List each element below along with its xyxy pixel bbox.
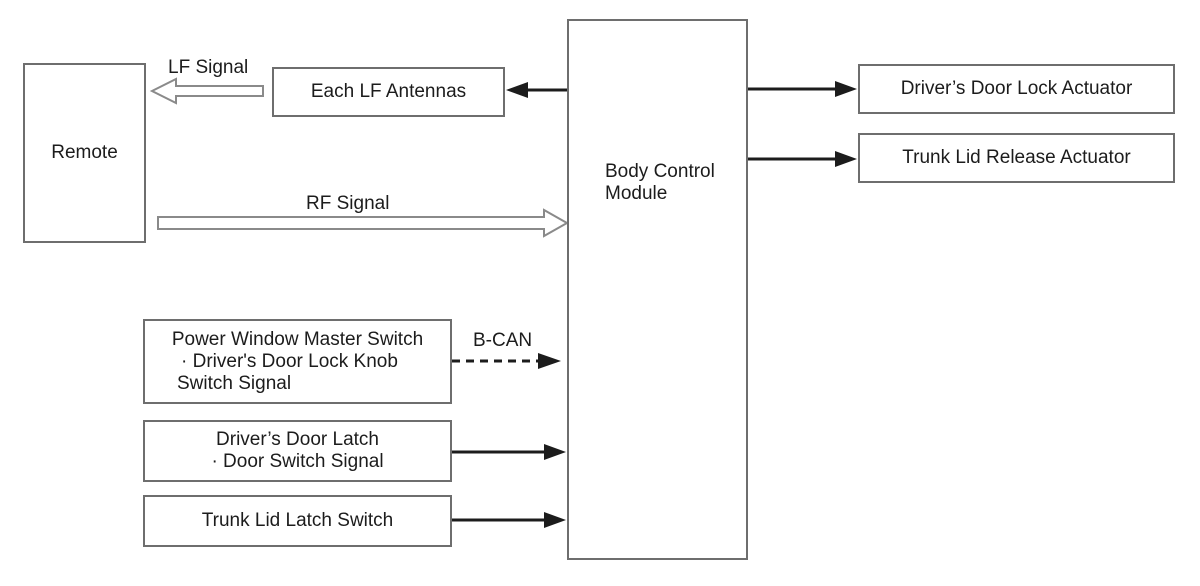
node-pwms-label-line3: Switch Signal — [177, 372, 292, 394]
node-each-lf-antennas: Each LF Antennas — [272, 67, 505, 117]
lf-signal-arrow — [149, 77, 264, 105]
node-trunk-lid-latch-switch-label: Trunk Lid Latch Switch — [201, 510, 394, 531]
node-bcm-label-line1: Body Control — [605, 161, 715, 182]
node-trunk-lid-latch-switch: Trunk Lid Latch Switch — [143, 495, 452, 547]
rf-signal-label: RF Signal — [306, 193, 390, 214]
node-drivers-door-latch-label-line2: · Door Switch Signal — [211, 451, 384, 472]
node-each-lf-antennas-label: Each LF Antennas — [310, 81, 467, 102]
node-trunk-lid-release-actuator-label: Trunk Lid Release Actuator — [902, 147, 1131, 168]
node-remote: Remote — [23, 63, 146, 243]
node-power-window-master-switch: Power Window Master Switch · Driver's Do… — [143, 319, 452, 404]
rf-signal-arrow — [157, 208, 570, 238]
node-drivers-door-latch: Driver’s Door Latch · Door Switch Signal — [143, 420, 452, 482]
node-body-control-module: Body Control Module — [567, 19, 748, 560]
bcm-to-lf-antennas-arrow — [506, 82, 567, 98]
lf-signal-label: LF Signal — [168, 57, 249, 78]
bcm-to-trunk-release-actuator-arrow — [748, 151, 857, 167]
bcan-dashed-arrow — [452, 353, 561, 369]
node-pwms-label-line1: Power Window Master Switch — [171, 328, 424, 350]
node-pwms-label-line2: · Driver's Door Lock Knob — [181, 350, 398, 372]
node-drivers-door-latch-label-line1: Driver’s Door Latch — [216, 429, 379, 450]
door-latch-to-bcm-arrow — [452, 444, 566, 460]
trunk-latch-to-bcm-arrow — [452, 512, 566, 528]
node-bcm-label-line2: Module — [605, 183, 668, 204]
node-trunk-lid-release-actuator: Trunk Lid Release Actuator — [858, 133, 1175, 183]
bcm-to-door-lock-actuator-arrow — [748, 81, 857, 97]
node-drivers-door-lock-actuator-label: Driver’s Door Lock Actuator — [900, 78, 1133, 99]
b-can-label: B-CAN — [473, 330, 533, 351]
node-remote-label: Remote — [51, 142, 118, 163]
node-drivers-door-lock-actuator: Driver’s Door Lock Actuator — [858, 64, 1175, 114]
